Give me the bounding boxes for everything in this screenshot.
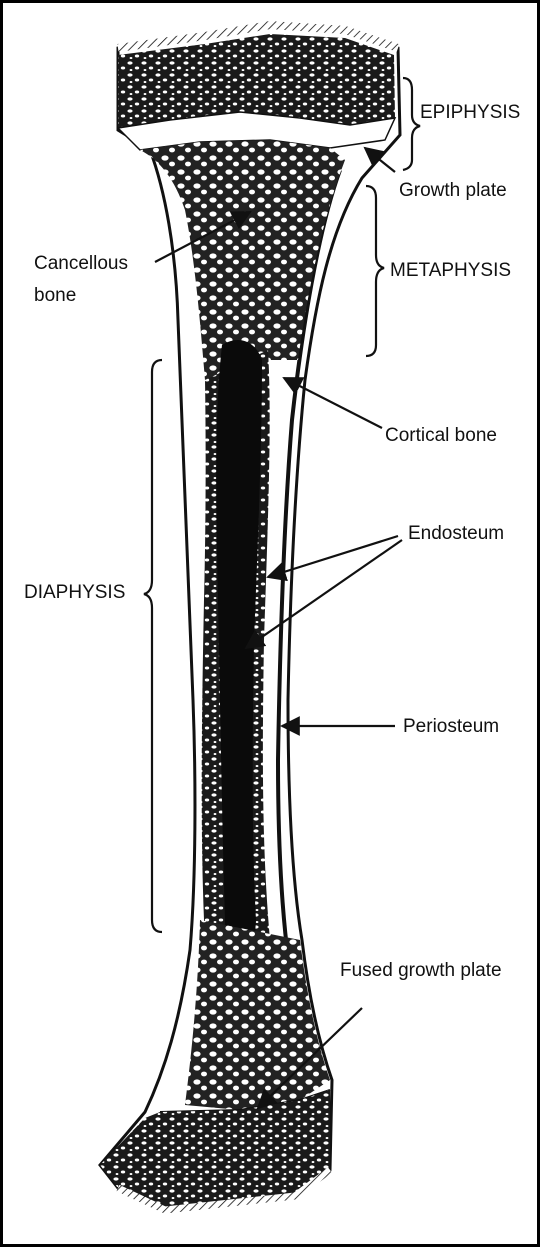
lower-cancellous-region — [185, 920, 330, 1110]
epiphysis-label: EPIPHYSIS — [420, 102, 520, 125]
epiphysis-bracket — [403, 78, 420, 170]
diaphysis-label: DIAPHYSIS — [24, 582, 125, 605]
fused-growth-plate-label: Fused growth plate — [340, 960, 502, 983]
endosteum-label: Endosteum — [408, 523, 504, 546]
cortical-bone-label: Cortical bone — [385, 425, 497, 448]
growth-plate-label: Growth plate — [399, 180, 507, 203]
metaphysis-label: METAPHYSIS — [390, 260, 511, 283]
cancellous-bone-label-line2: bone — [34, 285, 76, 308]
cancellous-bone-label-line1: Cancellous — [34, 253, 128, 276]
metaphysis-bracket — [366, 186, 384, 356]
diaphysis-bracket — [144, 360, 162, 932]
periosteum-label: Periosteum — [403, 716, 499, 739]
